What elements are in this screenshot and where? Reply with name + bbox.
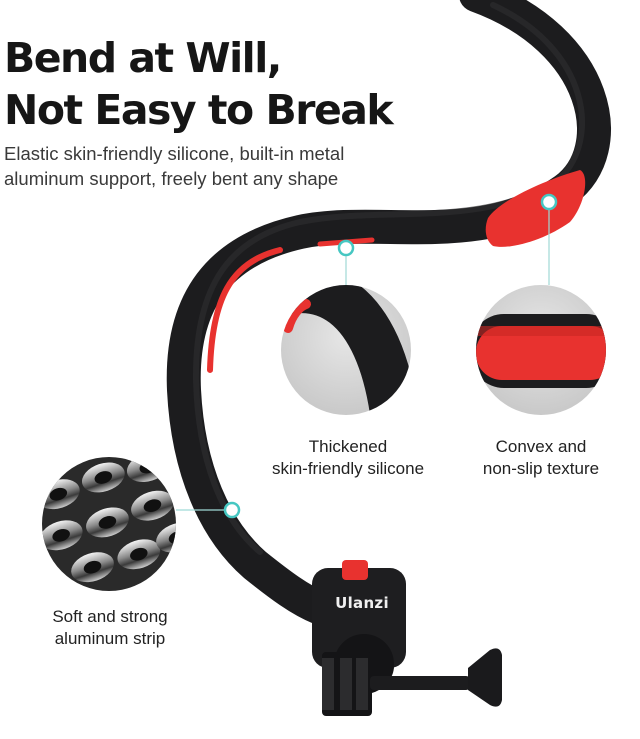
subtitle-line-1: Elastic skin-friendly silicone, built-in… [4, 143, 345, 164]
feature-caption-line-2: aluminum strip [54, 629, 166, 648]
feature-caption-silicone: Thickened skin-friendly silicone [248, 436, 448, 480]
feature-caption-aluminum: Soft and strong aluminum strip [20, 606, 200, 650]
feature-caption-line-2: skin-friendly silicone [271, 459, 425, 478]
headline-line-1: Bend at Will, [4, 34, 282, 82]
subtitle-line-2: aluminum support, freely bent any shape [4, 168, 339, 189]
headline: Bend at Will, Not Easy to Break [4, 32, 394, 136]
detail-zoom-circle-silicone [281, 285, 411, 415]
camera-mount [312, 560, 502, 716]
feature-caption-texture: Convex and non-slip texture [446, 436, 636, 480]
callout-dot-icon [223, 193, 558, 519]
detail-zoom-circle-texture [476, 285, 606, 415]
feature-caption-line-2: non-slip texture [482, 459, 600, 478]
feature-caption-line-1: Thickened [308, 437, 388, 456]
headline-line-2: Not Easy to Break [4, 86, 394, 134]
feature-caption-line-1: Soft and strong [52, 607, 168, 626]
neck-mount-body [166, 0, 611, 625]
brand-logo: Ulanzi [335, 594, 389, 612]
subtitle: Elastic skin-friendly silicone, built-in… [4, 141, 344, 191]
mount-thumbscrew-icon [468, 648, 502, 707]
feature-caption-line-1: Convex and [495, 437, 587, 456]
detail-zoom-circle-aluminum [42, 457, 176, 591]
